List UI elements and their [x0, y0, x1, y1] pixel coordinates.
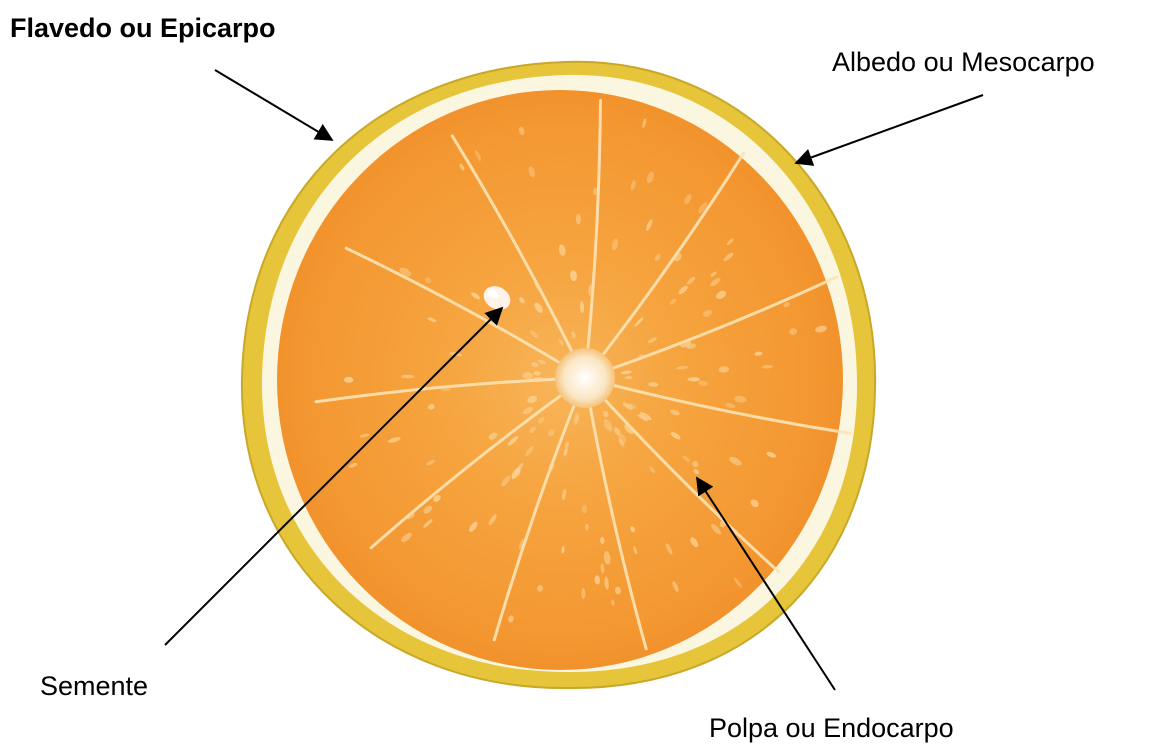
juice-vesicle	[582, 505, 587, 514]
flavedo-label: Flavedo ou Epicarpo	[10, 12, 276, 44]
albedo-arrow	[796, 95, 983, 163]
core	[555, 348, 615, 408]
semente-label: Semente	[40, 670, 148, 702]
polpa-label: Polpa ou Endocarpo	[709, 712, 954, 744]
flavedo-arrow	[215, 70, 332, 140]
albedo-label: Albedo ou Mesocarpo	[832, 46, 1095, 78]
